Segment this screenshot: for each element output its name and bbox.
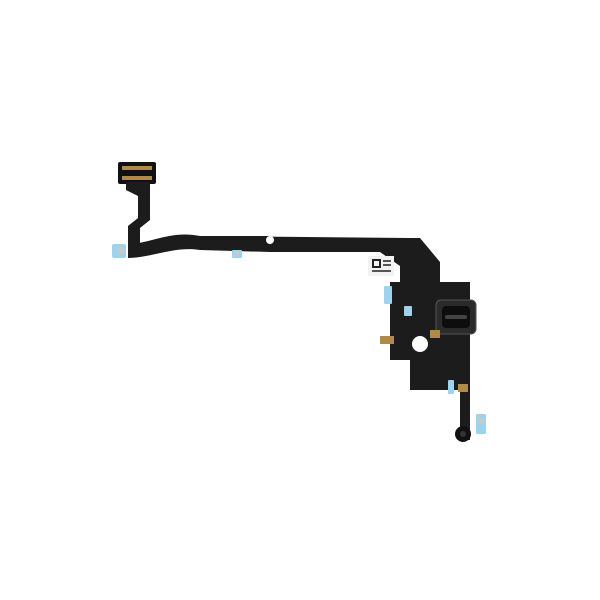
microphone-icon [455,426,471,442]
charging-port [435,299,477,335]
barcode-label [368,256,394,276]
flex-ribbon [126,182,470,440]
contact-pads [380,330,468,392]
metal-brackets [118,248,484,424]
top-connector [118,162,156,184]
